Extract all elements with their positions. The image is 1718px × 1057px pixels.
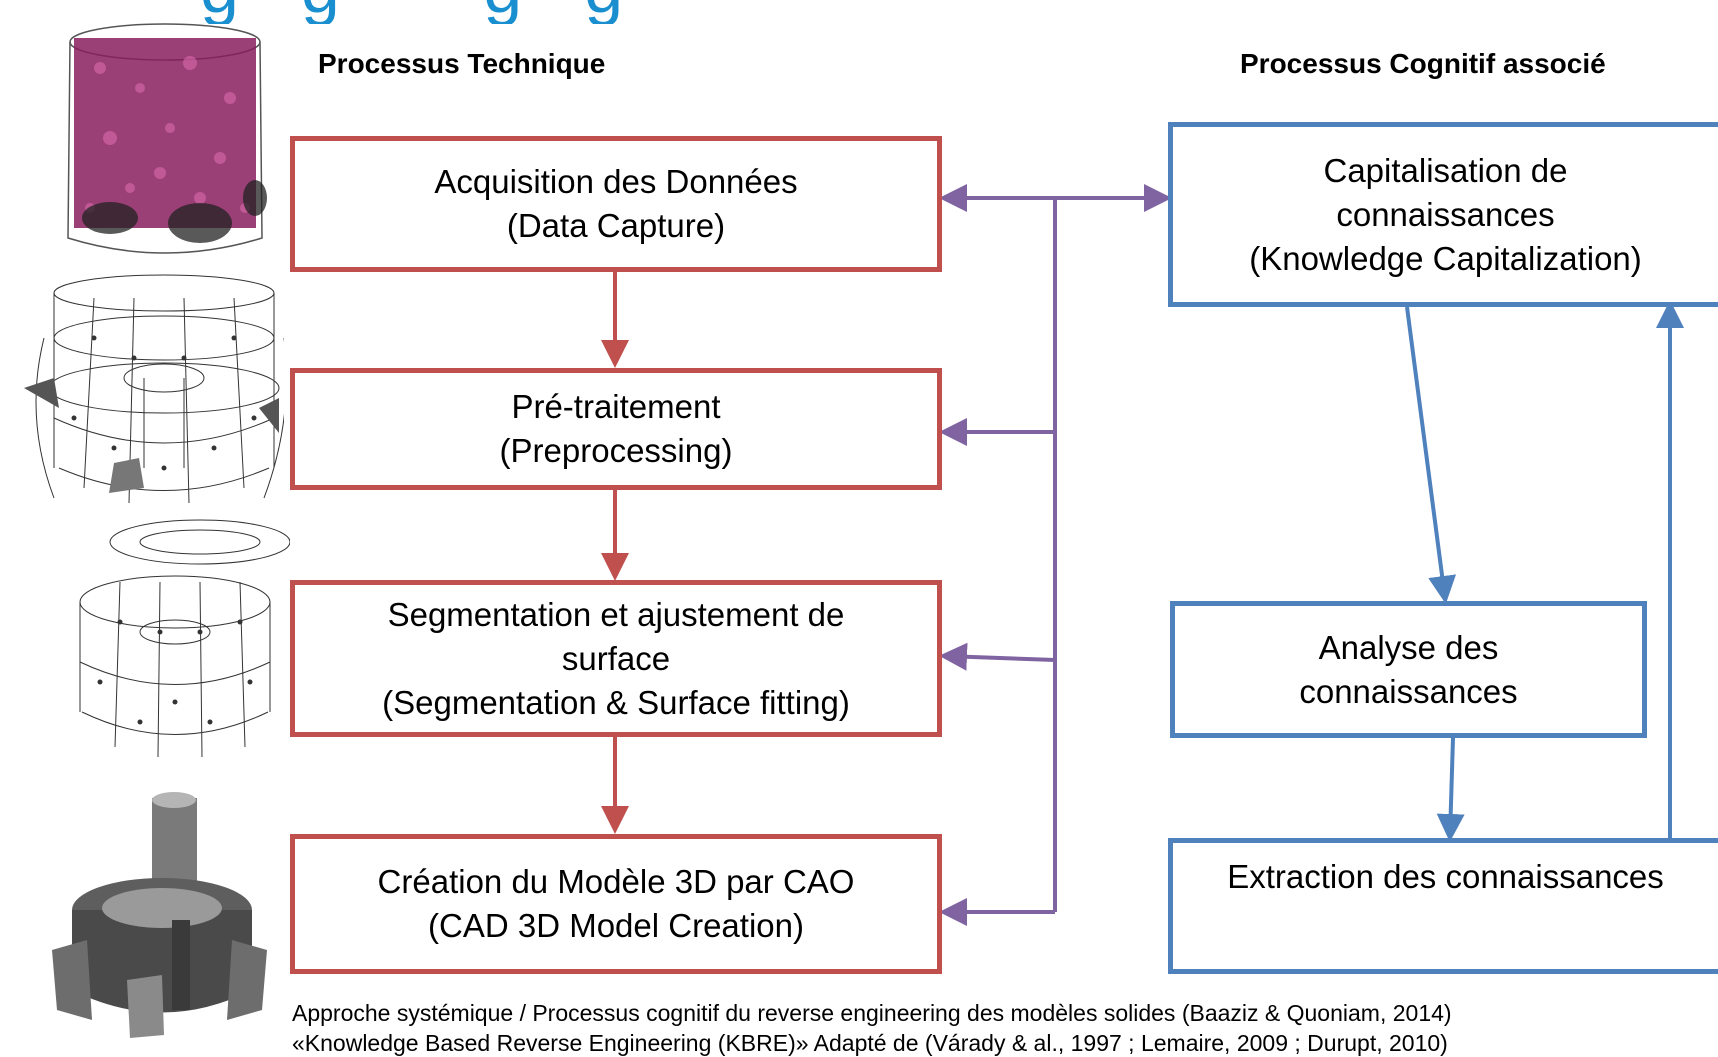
extraction-title: Extraction des connaissances bbox=[1227, 858, 1664, 895]
step-preprocessing-subtitle: (Preprocessing) bbox=[499, 432, 733, 469]
wireframe-segmented-render bbox=[79, 519, 290, 758]
step-data-capture-title: Acquisition des Données bbox=[434, 163, 798, 200]
step-cad-title: Création du Modèle 3D par CAO bbox=[377, 863, 855, 900]
footer-citation-2: «Knowledge Based Reverse Engineering (KB… bbox=[292, 1030, 1448, 1056]
step-cad-model-creation: Création du Modèle 3D par CAO (CAD 3D Mo… bbox=[290, 834, 942, 974]
slide-title-fragment: gg gg bbox=[0, 0, 1718, 24]
capitalization-title: Capitalisation de bbox=[1323, 151, 1568, 189]
step-segmentation-title: Segmentation et ajustement de bbox=[387, 595, 845, 633]
step-segmentation-subtitle: (Segmentation & Surface fitting) bbox=[382, 683, 850, 721]
step-cad-subtitle: (CAD 3D Model Creation) bbox=[428, 907, 804, 944]
step-knowledge-analysis: Analyse des connaissances bbox=[1170, 601, 1647, 738]
step-data-capture-subtitle: (Data Capture) bbox=[506, 207, 726, 244]
step-knowledge-capitalization: Capitalisation de connaissances (Knowled… bbox=[1168, 122, 1718, 307]
heading-technical-process: Processus Technique bbox=[318, 48, 606, 79]
step-knowledge-extraction: Extraction des connaissances bbox=[1168, 838, 1718, 974]
analysis-title-cont: connaissances bbox=[1299, 672, 1518, 710]
step-preprocessing-title: Pré-traitement bbox=[511, 388, 721, 425]
point-cloud-render bbox=[67, 23, 267, 254]
footer-citation-1: Approche systémique / Processus cognitif… bbox=[292, 1000, 1452, 1026]
connector-to-step3 bbox=[939, 642, 1056, 671]
step-data-capture: Acquisition des Données (Data Capture) bbox=[290, 136, 942, 272]
heading-cognitive-process: Processus Cognitif associé bbox=[1240, 48, 1606, 79]
step-segmentation: Segmentation et ajustement de surface (S… bbox=[290, 580, 942, 737]
cad-solid-model-render bbox=[52, 792, 267, 1038]
step-segmentation-title-cont: surface bbox=[561, 639, 671, 677]
arrow-capitalization-to-analysis bbox=[1405, 306, 1457, 604]
capitalization-title-cont: connaissances bbox=[1336, 195, 1555, 233]
capitalization-subtitle: (Knowledge Capitalization) bbox=[1249, 239, 1642, 277]
wireframe-mesh-render bbox=[24, 274, 284, 504]
step-preprocessing: Pré-traitement (Preprocessing) bbox=[290, 368, 942, 490]
analysis-title: Analyse des bbox=[1318, 628, 1499, 666]
arrow-analysis-to-extraction bbox=[1436, 737, 1465, 842]
